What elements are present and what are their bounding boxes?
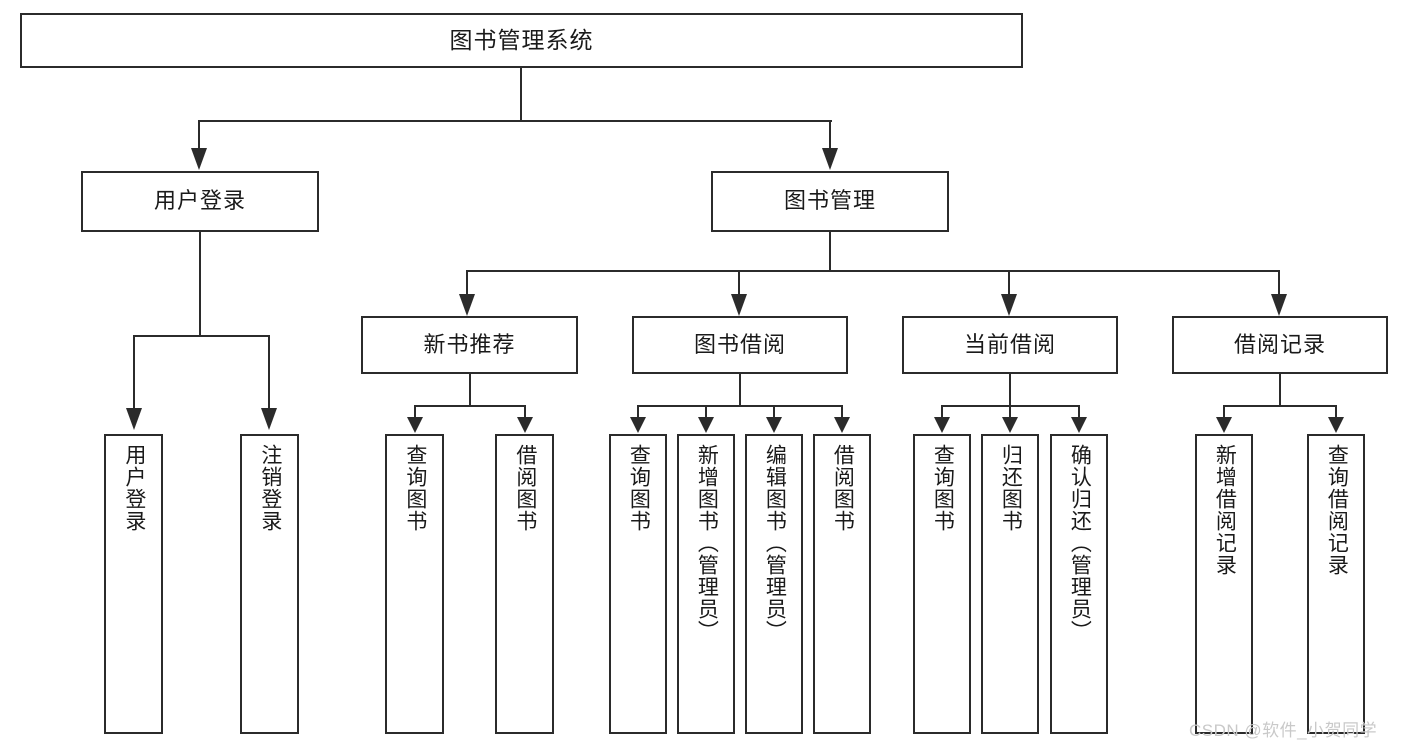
connector-bookborrow-stem [739, 374, 741, 406]
leaf-record-query-record[interactable]: 查询借阅记录 [1307, 434, 1365, 734]
connector-bookborrow-leaf3 [773, 405, 775, 419]
leaf-borrow-add-book-admin[interactable]: 新增图书（管理员） [677, 434, 735, 734]
connector-root-stem [520, 68, 522, 121]
leaf-newbook-query-book[interactable]: 查询图书 [385, 434, 444, 734]
node-user-login[interactable]: 用户登录 [81, 171, 319, 232]
arrowhead-user-login [191, 148, 207, 170]
node-label: 图书管理 [783, 188, 876, 214]
node-label: 用户登录 [153, 188, 246, 214]
arrowhead-borrow-book [731, 294, 747, 316]
connector-borrowrecord-stem [1279, 374, 1281, 406]
connector-currentborrow-leaf2 [1009, 405, 1011, 419]
connector-borrowrecord-bus [1223, 405, 1336, 407]
connector-bm-to-borrow-book [738, 270, 740, 296]
leaf-label: 归还图书 [999, 444, 1023, 532]
connector-root-to-user-login [198, 120, 200, 150]
leaf-record-add-record[interactable]: 新增借阅记录 [1195, 434, 1253, 734]
leaf-label: 借阅图书 [513, 444, 537, 532]
node-current-borrow[interactable]: 当前借阅 [902, 316, 1118, 374]
connector-bookborrow-leaf1 [637, 405, 639, 419]
leaf-label: 查询借阅记录 [1325, 444, 1349, 576]
connector-bookborrow-bus [637, 405, 843, 407]
connector-bookborrow-leaf2 [705, 405, 707, 419]
arrowhead-borrow-record [1271, 294, 1287, 316]
connector-currentborrow-leaf1 [941, 405, 943, 419]
leaf-label: 借阅图书 [831, 444, 855, 532]
arrowhead-currentborrow-leaf1 [934, 417, 950, 433]
arrowhead-borrowrecord-leaf1 [1216, 417, 1232, 433]
connector-newbook-bus [414, 405, 525, 407]
leaf-label: 新增图书（管理员） [695, 444, 719, 642]
connector-borrowrecord-leaf1 [1223, 405, 1225, 419]
arrowhead-bookborrow-leaf3 [766, 417, 782, 433]
node-book-management[interactable]: 图书管理 [711, 171, 949, 232]
connector-book-mgmt-stem [829, 232, 831, 271]
arrowhead-leaf-user-login [126, 408, 142, 430]
connector-user-login-leaf1 [133, 335, 135, 410]
leaf-label: 查询图书 [627, 444, 651, 532]
leaf-current-confirm-return-admin[interactable]: 确认归还（管理员） [1050, 434, 1108, 734]
leaf-label: 编辑图书（管理员） [763, 444, 787, 642]
arrowhead-leaf-logout [261, 408, 277, 430]
connector-bookborrow-leaf4 [841, 405, 843, 419]
node-borrow-record[interactable]: 借阅记录 [1172, 316, 1388, 374]
leaf-borrow-borrow-book[interactable]: 借阅图书 [813, 434, 871, 734]
leaf-label: 用户登录 [122, 444, 146, 532]
connector-user-login-stem [199, 232, 201, 336]
leaf-label: 注销登录 [258, 444, 282, 532]
node-label: 借阅记录 [1233, 331, 1326, 357]
leaf-user-login[interactable]: 用户登录 [104, 434, 163, 734]
leaf-current-return-book[interactable]: 归还图书 [981, 434, 1039, 734]
leaf-borrow-query-book[interactable]: 查询图书 [609, 434, 667, 734]
node-label: 图书借阅 [693, 331, 786, 357]
arrowhead-currentborrow-leaf3 [1071, 417, 1087, 433]
leaf-label: 确认归还（管理员） [1068, 444, 1092, 642]
arrowhead-current-borrow [1001, 294, 1017, 316]
connector-bm-to-new-book [466, 270, 468, 296]
connector-user-login-leaf2 [268, 335, 270, 410]
connector-bm-to-current-borrow [1008, 270, 1010, 296]
node-label: 新书推荐 [423, 331, 516, 357]
node-new-book-recommend[interactable]: 新书推荐 [361, 316, 578, 374]
arrowhead-newbook-leaf2 [517, 417, 533, 433]
node-root-system[interactable]: 图书管理系统 [20, 13, 1023, 68]
arrowhead-bookborrow-leaf1 [630, 417, 646, 433]
connector-currentborrow-stem [1009, 374, 1011, 406]
csdn-watermark: CSDN @软件_小贺同学 [1189, 721, 1378, 740]
leaf-label: 查询图书 [403, 444, 427, 532]
leaf-logout[interactable]: 注销登录 [240, 434, 299, 734]
connector-newbook-stem [469, 374, 471, 406]
connector-user-login-bus [133, 335, 269, 337]
node-label: 当前借阅 [963, 331, 1056, 357]
node-book-borrow[interactable]: 图书借阅 [632, 316, 848, 374]
connector-root-to-book-mgmt [829, 120, 831, 150]
connector-root-bus [198, 120, 832, 122]
leaf-label: 新增借阅记录 [1213, 444, 1237, 576]
node-label: 图书管理系统 [449, 26, 594, 53]
arrowhead-book-mgmt [822, 148, 838, 170]
leaf-newbook-borrow-book[interactable]: 借阅图书 [495, 434, 554, 734]
connector-currentborrow-leaf3 [1078, 405, 1080, 419]
arrowhead-borrowrecord-leaf2 [1328, 417, 1344, 433]
arrowhead-currentborrow-leaf2 [1002, 417, 1018, 433]
leaf-current-query-book[interactable]: 查询图书 [913, 434, 971, 734]
arrowhead-bookborrow-leaf2 [698, 417, 714, 433]
connector-borrowrecord-leaf2 [1335, 405, 1337, 419]
leaf-borrow-edit-book-admin[interactable]: 编辑图书（管理员） [745, 434, 803, 734]
arrowhead-new-book [459, 294, 475, 316]
connector-book-mgmt-bus [466, 270, 1280, 272]
connector-newbook-leaf2 [524, 405, 526, 419]
leaf-label: 查询图书 [931, 444, 955, 532]
arrowhead-bookborrow-leaf4 [834, 417, 850, 433]
connector-bm-to-borrow-record [1278, 270, 1280, 296]
arrowhead-newbook-leaf1 [407, 417, 423, 433]
connector-newbook-leaf1 [414, 405, 416, 419]
